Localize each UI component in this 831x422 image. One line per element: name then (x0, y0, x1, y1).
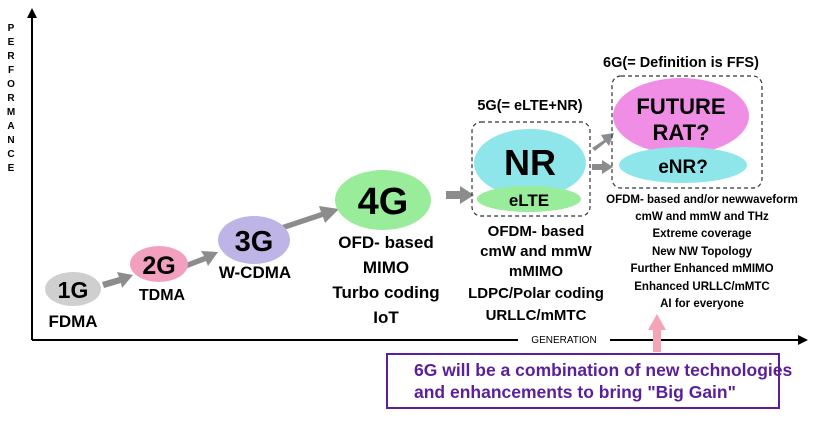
gen-5g-elte-bubble (477, 186, 581, 212)
svg-text:R: R (7, 93, 15, 104)
gen-5g-elte-label: eLTE (509, 191, 549, 210)
gen-6g-group-box (611, 75, 763, 189)
gen-6g-future-label-line1: FUTURE (636, 94, 725, 119)
gen-2g-desc: TDMA (139, 287, 186, 304)
arrow-4g-5g (446, 186, 474, 204)
gen-6g-future-label-line2: RAT? (652, 120, 709, 145)
svg-text:mMIMO: mMIMO (509, 263, 563, 280)
gen-3g-bubble (218, 216, 290, 264)
gen-2g-title: 2G (142, 252, 175, 280)
gen-4g-bubble (335, 170, 431, 230)
gen-6g-features: OFDM- based and/or newwaveform cmW and m… (606, 194, 798, 310)
x-axis-label-bg (518, 331, 610, 347)
svg-text:AI for everyone: AI for everyone (660, 298, 744, 310)
svg-text:O: O (7, 79, 15, 90)
callout-pointer-arrow (648, 314, 666, 352)
gen-6g-future-rat-bubble (613, 78, 749, 154)
svg-text:Extreme coverage: Extreme coverage (652, 228, 751, 240)
y-axis-label: P E R F O R M A N C E (7, 23, 16, 174)
gen-2g-bubble (130, 246, 188, 282)
gen-5g-nr-label: NR (504, 142, 556, 183)
svg-text:Further Enhanced mMIMO: Further Enhanced mMIMO (630, 263, 773, 275)
svg-text:OFDM- based and/or newwaveform: OFDM- based and/or newwaveform (606, 194, 798, 206)
svg-text:F: F (8, 65, 14, 76)
gen-5g-nr-bubble (474, 129, 586, 197)
svg-text:LDPC/Polar coding: LDPC/Polar coding (468, 285, 604, 302)
svg-text:IoT: IoT (373, 308, 399, 327)
summary-callout-box: 6G will be a combination of new technolo… (386, 353, 793, 409)
svg-text:OFD- based: OFD- based (338, 233, 433, 252)
svg-text:MIMO: MIMO (363, 258, 409, 277)
svg-text:Turbo coding: Turbo coding (332, 283, 439, 302)
svg-text:A: A (7, 121, 14, 132)
svg-text:N: N (7, 135, 14, 146)
svg-text:C: C (7, 149, 14, 160)
svg-text:OFDM- based: OFDM- based (488, 223, 585, 240)
progression-arrows (102, 133, 614, 288)
gen-6g-header: 6G(= Definition is FFS) (603, 55, 759, 71)
gen-5g-header: 5G(= eLTE+NR) (477, 98, 582, 114)
gen-6g-enr-bubble (619, 147, 747, 183)
arrow-3g-4g (282, 206, 339, 230)
svg-text:cmW and mmW: cmW and mmW (480, 243, 593, 260)
gen-6g-enr-label: eNR? (658, 157, 708, 178)
svg-text:M: M (7, 107, 15, 118)
arrow-5g-6g-right (592, 160, 613, 174)
svg-text:cmW and mmW and THz: cmW and mmW and THz (635, 211, 769, 223)
gen-5g-features: OFDM- based cmW and mmW mMIMO LDPC/Polar… (468, 223, 604, 324)
callout-line-1: 6G will be a combination of new technolo… (414, 360, 793, 380)
gen-3g-title: 3G (235, 226, 274, 258)
callout-line-2: and enhancements to bring "Big Gain" (414, 382, 736, 402)
svg-text:Enhanced URLLC/mMTC: Enhanced URLLC/mMTC (634, 281, 769, 293)
svg-text:P: P (8, 23, 15, 34)
arrow-2g-3g (183, 251, 218, 269)
arrow-1g-2g (102, 272, 133, 288)
svg-text:R: R (7, 51, 15, 62)
gen-5g-group-box (471, 121, 591, 217)
arrow-5g-6g-up (592, 133, 614, 151)
svg-text:URLLC/mMTC: URLLC/mMTC (486, 307, 587, 324)
svg-text:New NW Topology: New NW Topology (652, 246, 753, 258)
gen-1g-desc: FDMA (48, 312, 97, 331)
gen-4g-features: OFD- based MIMO Turbo coding IoT (332, 233, 439, 327)
gen-1g-title: 1G (58, 277, 89, 303)
x-axis-label: GENERATION (531, 335, 596, 346)
svg-text:E: E (8, 163, 15, 174)
svg-text:E: E (8, 37, 15, 48)
gen-1g-bubble (45, 272, 101, 306)
gen-3g-desc: W-CDMA (219, 263, 291, 282)
gen-4g-title: 4G (358, 181, 409, 223)
